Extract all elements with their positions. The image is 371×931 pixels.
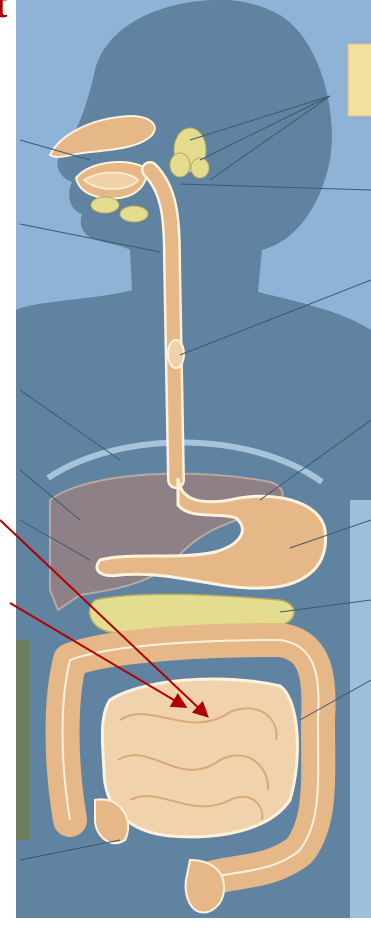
- small-intestine: [102, 679, 297, 837]
- right-arm-edge: [350, 500, 371, 918]
- corner-letter: t: [0, 0, 7, 24]
- label-box: [348, 44, 371, 116]
- left-arm-shadow: [16, 640, 30, 840]
